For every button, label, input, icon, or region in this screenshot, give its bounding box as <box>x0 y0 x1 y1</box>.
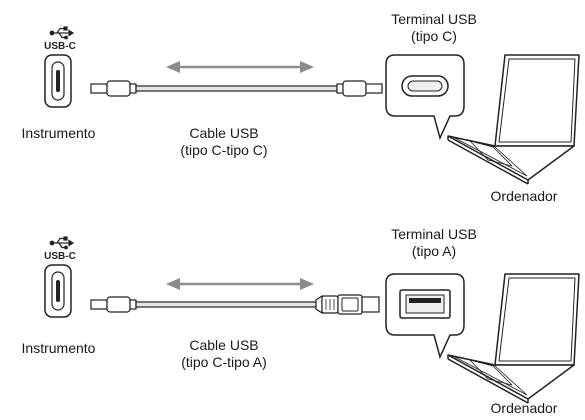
connection-double-arrow <box>166 278 314 290</box>
terminal-type: (tipo C) <box>411 28 457 44</box>
terminal-label-1: Terminal USB (tipo C) <box>384 11 484 45</box>
cable-title: Cable USB <box>189 337 259 353</box>
panel-1-drawing: USB-C <box>44 26 580 185</box>
usb-c-symbol-label: USB-C <box>44 41 76 52</box>
usb-trident-icon <box>49 26 75 40</box>
instrument-usb-c-port <box>44 54 72 108</box>
usb-c-symbol-label: USB-C <box>44 251 76 262</box>
panel-2-drawing: USB-C <box>44 236 580 404</box>
computer-label: Ordenador <box>490 188 558 204</box>
cable-type: (tipo C-tipo C) <box>180 142 268 158</box>
instrument-usb-c-port <box>44 264 72 318</box>
laptop-icon <box>447 273 580 404</box>
instrument-label: Instrumento <box>21 340 96 356</box>
computer-label: Ordenador <box>490 400 558 416</box>
laptop-icon <box>447 54 580 185</box>
terminal-callout <box>385 273 465 360</box>
terminal-callout <box>385 54 465 141</box>
terminal-title: Terminal USB <box>391 11 477 27</box>
terminal-type: (tipo A) <box>411 243 457 259</box>
instrument-label: Instrumento <box>21 125 96 141</box>
usb-cable-c-to-a <box>90 294 380 315</box>
terminal-label-2: Terminal USB (tipo A) <box>384 226 484 260</box>
usb-trident-icon <box>49 236 75 250</box>
connection-double-arrow <box>166 61 314 73</box>
cable-type: (tipo C-tipo A) <box>181 354 267 370</box>
cable-label-1: Cable USB (tipo C-tipo C) <box>160 125 288 159</box>
usb-cable-c-to-c <box>90 80 383 97</box>
terminal-title: Terminal USB <box>391 226 477 242</box>
usb-c-port-icon <box>401 75 449 97</box>
cable-label-2: Cable USB (tipo C-tipo A) <box>160 337 288 371</box>
usb-a-port-icon <box>399 289 451 319</box>
cable-title: Cable USB <box>189 125 259 141</box>
